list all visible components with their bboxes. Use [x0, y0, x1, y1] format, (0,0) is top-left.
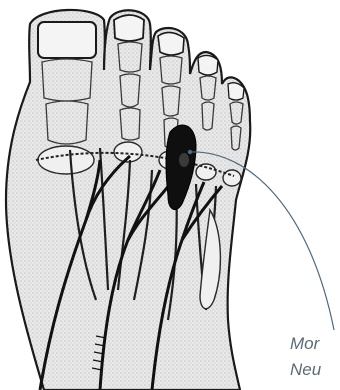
annotation-label-line1: Mor: [290, 333, 319, 355]
annotation-label-line2: Neu: [290, 359, 321, 381]
toe4-nail: [198, 55, 218, 75]
toe2-nail: [114, 15, 144, 41]
leader-dot: [188, 150, 192, 154]
big-toe-nail: [38, 22, 96, 58]
toe5-nail: [228, 83, 244, 100]
neuroma-highlight: [179, 153, 189, 167]
toe3-nail: [158, 32, 184, 55]
